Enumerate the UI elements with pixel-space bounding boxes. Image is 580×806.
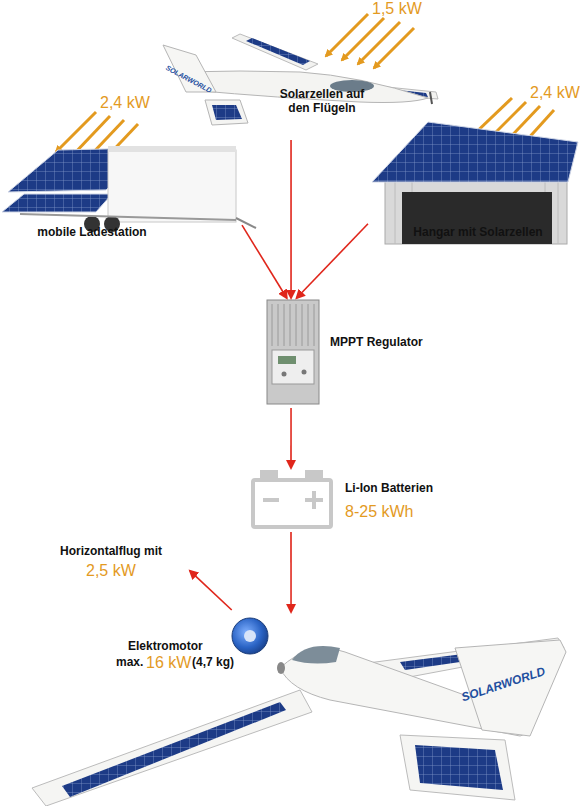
electric-motor: Elektromotor max.16 kW(4,7 kg) bbox=[100, 610, 278, 676]
power-value: 16 kW bbox=[146, 654, 191, 672]
battery-icon bbox=[253, 472, 331, 527]
solar-hangar bbox=[372, 122, 578, 244]
energy-flow-arrow bbox=[242, 225, 287, 298]
aircraft: SOLARWORLD bbox=[20, 612, 580, 806]
brand-logo: SOLARWORLD bbox=[164, 64, 213, 95]
energy-flow-arrow bbox=[290, 532, 292, 612]
component-label: Elektromotor bbox=[128, 640, 218, 654]
energy-flow-arrow bbox=[290, 140, 292, 298]
component-label: Solarzellen auf den Flügeln bbox=[273, 88, 371, 116]
solar-plane bbox=[32, 638, 566, 806]
power-value: 8-25 kWh bbox=[345, 503, 413, 521]
power-value: 2,4 kW bbox=[100, 94, 150, 112]
power-value: 2,4 kW bbox=[530, 84, 580, 102]
component-label: (4,7 kg) bbox=[192, 656, 234, 670]
brand-logo: SOLARWORLD bbox=[460, 665, 547, 705]
energy-flow-arrow bbox=[290, 408, 292, 468]
flight-power: Horizontalflug mit 2,5 kW bbox=[58, 542, 190, 582]
hangar: 2,4 kW Hangar mit Solarzellen bbox=[368, 82, 580, 245]
wing-solar-plane bbox=[163, 34, 438, 125]
battery: Li-Ion Batterien 8-25 kWh bbox=[248, 468, 478, 532]
mppt-device bbox=[267, 300, 319, 404]
power-value: 2,5 kW bbox=[86, 562, 136, 580]
component-label: Hangar mit Solarzellen bbox=[406, 226, 550, 240]
component-label: max. bbox=[116, 656, 143, 670]
component-label: Horizontalflug mit bbox=[60, 545, 190, 559]
energy-flow-arrow bbox=[190, 571, 232, 610]
power-value: 1,5 kW bbox=[372, 0, 422, 18]
motor-icon bbox=[232, 618, 268, 654]
charging-trailer bbox=[2, 146, 256, 232]
component-label: MPPT Regulator bbox=[330, 336, 426, 350]
component-label: Li-Ion Batterien bbox=[345, 482, 475, 496]
energy-flow-arrow bbox=[297, 224, 368, 298]
charging-station: 2,4 kW mobile Ladestation bbox=[0, 92, 242, 245]
wing-source: 1,5 kW SOLARWORLD Solarzellen auf den Flüg… bbox=[160, 0, 440, 140]
component-label: mobile Ladestation bbox=[30, 226, 154, 240]
mppt-regulator: MPPT Regulator bbox=[262, 298, 427, 408]
